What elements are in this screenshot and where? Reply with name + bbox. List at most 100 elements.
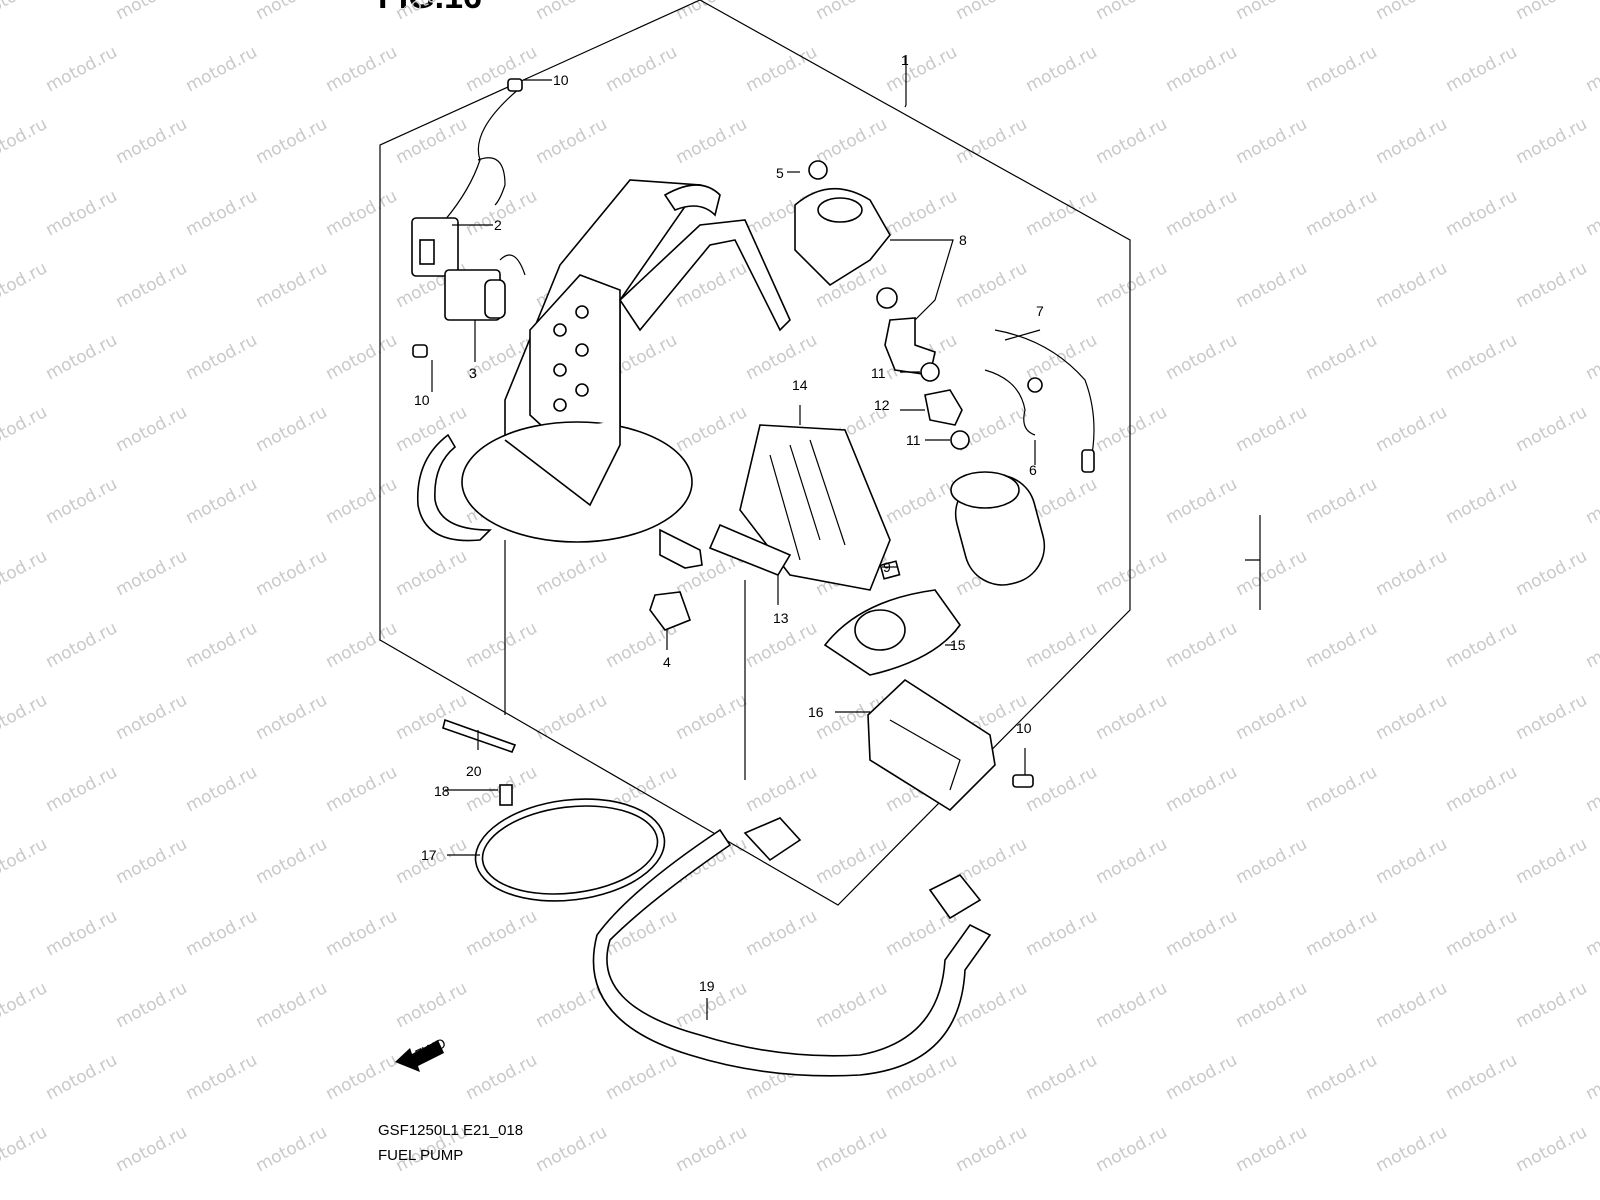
watermark-text: motod.ru (1162, 762, 1240, 816)
watermark-text: motod.ru (1302, 42, 1380, 96)
hose-connector-b (928, 873, 982, 920)
watermark-text: motod.ru (602, 1050, 680, 1104)
watermark-text: motod.ru (952, 1122, 1030, 1176)
watermark-text: motod.ru (462, 906, 540, 960)
figure-title: FIG.16 (378, 0, 482, 17)
callout-11a: 11 (871, 365, 886, 381)
watermark-text: motod.ru (532, 1122, 610, 1176)
watermark-text: motod.ru (182, 618, 260, 672)
outlet-pipe (659, 528, 703, 569)
connector-2 (411, 217, 459, 277)
watermark-text: motod.ru (252, 1122, 330, 1176)
watermark-text: motod.ru (112, 546, 190, 600)
watermark-text: motod.ru (672, 1122, 750, 1176)
watermark-text: motod.ru (112, 690, 190, 744)
watermark-text: motod.ru (1372, 690, 1450, 744)
watermark-text: motod.ru (0, 402, 51, 456)
watermark-text: motod.ru (1582, 906, 1600, 960)
watermark-text: motod.ru (252, 402, 330, 456)
watermark-text: motod.ru (252, 546, 330, 600)
watermark-text: motod.ru (182, 474, 260, 528)
watermark-text: motod.ru (1442, 618, 1520, 672)
watermark-text: motod.ru (812, 1122, 890, 1176)
watermark-text: motod.ru (1232, 402, 1310, 456)
callout-8: 8 (959, 232, 967, 248)
watermark-text: motod.ru (1372, 258, 1450, 312)
watermark-text: motod.ru (392, 978, 470, 1032)
watermark-text: motod.ru (322, 1050, 400, 1104)
watermark-text: motod.ru (1372, 546, 1450, 600)
watermark-text: motod.ru (1232, 0, 1310, 24)
callout-19: 19 (699, 978, 715, 994)
o-ring-11b (950, 430, 970, 450)
watermark-text: motod.ru (532, 114, 610, 168)
watermark-text: motod.ru (1372, 402, 1450, 456)
watermark-text: motod.ru (0, 1122, 51, 1176)
watermark-text: motod.ru (1162, 1050, 1240, 1104)
callout-17: 17 (421, 847, 437, 863)
watermark-text: motod.ru (322, 330, 400, 384)
assembly-outline (379, 0, 1131, 906)
watermark-text: motod.ru (1302, 906, 1380, 960)
watermark-text: motod.ru (42, 1050, 120, 1104)
o-ring-5 (808, 160, 828, 180)
watermark-text: motod.ru (252, 114, 330, 168)
watermark-text: motod.ru (322, 42, 400, 96)
watermark-text: motod.ru (42, 186, 120, 240)
bolt-10c (1012, 774, 1034, 788)
callout-10a: 10 (553, 72, 569, 88)
watermark-text: motod.ru (112, 402, 190, 456)
watermark-text: motod.ru (252, 834, 330, 888)
callout-18: 18 (434, 783, 450, 799)
watermark-text: motod.ru (952, 114, 1030, 168)
watermark-text: motod.ru (1442, 186, 1520, 240)
bracket-20 (442, 718, 517, 754)
watermark-text: motod.ru (1162, 330, 1240, 384)
watermark-text: motod.ru (1302, 1050, 1380, 1104)
watermark-text: motod.ru (812, 834, 890, 888)
watermark-text: motod.ru (1512, 402, 1590, 456)
watermark-text: motod.ru (1582, 1050, 1600, 1104)
watermark-text: motod.ru (1232, 258, 1310, 312)
callout-6: 6 (1029, 462, 1037, 478)
watermark-text: motod.ru (392, 402, 470, 456)
watermark-text: motod.ru (1232, 834, 1310, 888)
o-ring-8 (876, 287, 898, 309)
watermark-text: motod.ru (1442, 762, 1520, 816)
watermark-text: motod.ru (112, 114, 190, 168)
watermark-text: motod.ru (462, 42, 540, 96)
watermark-text: motod.ru (602, 42, 680, 96)
callout-4: 4 (663, 654, 671, 670)
watermark-text: motod.ru (0, 258, 51, 312)
watermark-text: motod.ru (742, 330, 820, 384)
watermark-text: motod.ru (1372, 1122, 1450, 1176)
watermark-text: motod.ru (182, 330, 260, 384)
watermark-text: motod.ru (1442, 1050, 1520, 1104)
watermark-text: motod.ru (672, 690, 750, 744)
watermark-text: motod.ru (1442, 330, 1520, 384)
watermark-text: motod.ru (532, 0, 610, 24)
watermark-text: motod.ru (112, 258, 190, 312)
footer-name: FUEL PUMP (378, 1147, 464, 1164)
watermark-text: motod.ru (0, 114, 51, 168)
watermark-text: motod.ru (42, 762, 120, 816)
callout-1: 1 (901, 52, 909, 68)
watermark-text: motod.ru (322, 474, 400, 528)
watermark-text: motod.ru (1232, 114, 1310, 168)
watermark-text: motod.ru (1022, 330, 1100, 384)
lead-wire-7 (994, 329, 1095, 466)
bolt-10a (507, 78, 523, 92)
watermark-text: motod.ru (392, 0, 470, 24)
fuel-tube (618, 219, 791, 332)
watermark-text: motod.ru (1582, 330, 1600, 384)
callout-15: 15 (950, 637, 966, 653)
watermark-text: motod.ru (1092, 978, 1170, 1032)
watermark-text: motod.ru (322, 762, 400, 816)
watermark-text: motod.ru (1442, 906, 1520, 960)
watermark-text: motod.ru (462, 1050, 540, 1104)
watermark-text: motod.ru (1442, 474, 1520, 528)
watermark-text: motod.ru (1302, 474, 1380, 528)
watermark-text: motod.ru (1232, 690, 1310, 744)
watermark-text: motod.ru (952, 0, 1030, 24)
fwd-arrow (395, 1040, 444, 1072)
